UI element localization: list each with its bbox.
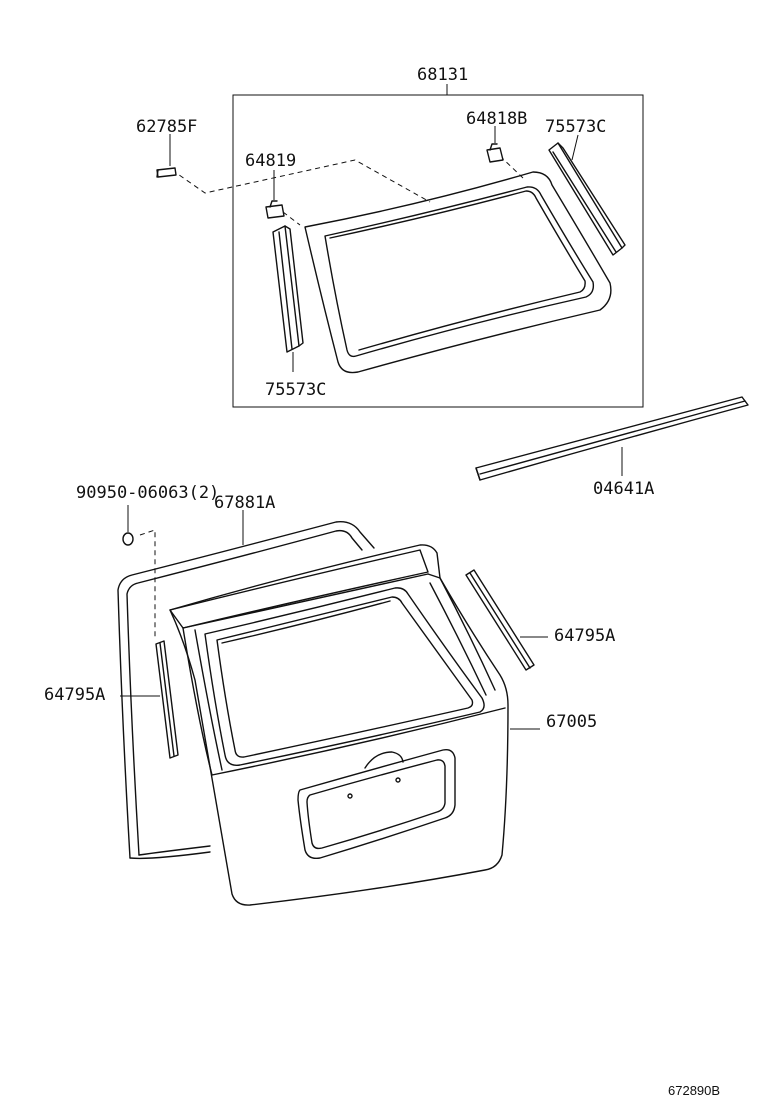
pillar-molding-left[interactable] — [272, 225, 304, 353]
label-64795A-left[interactable]: 64795A — [44, 685, 105, 705]
clip-64819[interactable] — [265, 200, 285, 219]
glass-assembly-box — [232, 94, 644, 408]
bolt[interactable] — [122, 532, 134, 546]
label-67005[interactable]: 67005 — [546, 712, 597, 732]
plate-hole-right — [395, 777, 401, 783]
plate-hole-left — [347, 793, 353, 799]
stop-molding[interactable] — [475, 396, 749, 481]
garnish-left[interactable] — [155, 640, 179, 759]
garnish-right[interactable] — [465, 569, 535, 671]
back-door-panel[interactable] — [169, 544, 509, 906]
label-64819[interactable]: 64819 — [245, 151, 296, 171]
leader-bolt-dash — [139, 529, 156, 640]
label-62785F[interactable]: 62785F — [136, 117, 197, 137]
leader-clip-b — [282, 211, 301, 226]
label-64818B[interactable]: 64818B — [466, 109, 527, 129]
glass-assembly-group: 68131 62785F 64819 64818B — [136, 65, 644, 408]
label-75573C-top[interactable]: 75573C — [545, 117, 606, 137]
drawing-code: 672890B — [668, 1083, 720, 1098]
weatherstrip[interactable] — [117, 521, 375, 860]
back-window-glass[interactable] — [304, 171, 612, 374]
clip-64818B[interactable] — [486, 143, 504, 163]
label-68131[interactable]: 68131 — [417, 65, 468, 85]
leader-clip-a — [171, 159, 431, 203]
clip-62785F[interactable] — [156, 167, 177, 178]
label-bolt[interactable]: 90950-06063(2) — [76, 483, 219, 503]
label-67881A[interactable]: 67881A — [214, 493, 275, 513]
label-64795A-right[interactable]: 64795A — [554, 626, 615, 646]
leader-75573C-top — [571, 134, 579, 161]
label-04641A[interactable]: 04641A — [593, 479, 654, 499]
label-75573C-bottom[interactable]: 75573C — [265, 380, 326, 400]
pillar-molding-right[interactable] — [548, 142, 626, 256]
